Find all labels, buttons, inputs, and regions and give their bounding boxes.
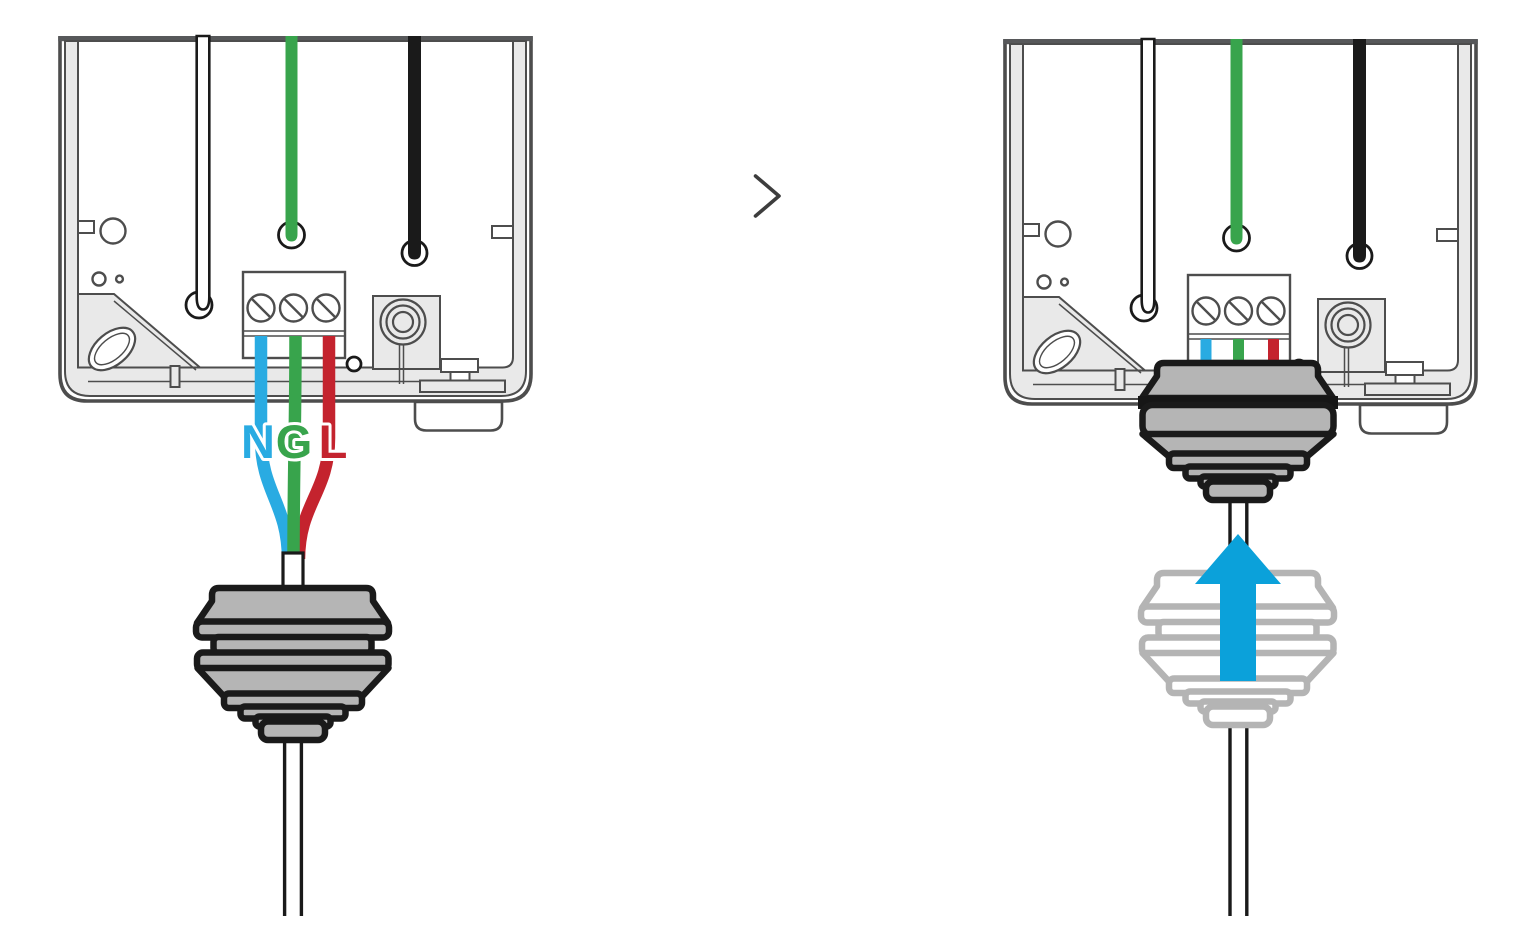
live-wire-stub: [1268, 339, 1279, 369]
right-panel-wiring: [1138, 339, 1338, 916]
installed-gland-cap: [1142, 363, 1333, 398]
power-cable: [282, 731, 304, 916]
ground-wire-stub: [1233, 339, 1244, 369]
wire-label-neutral: N: [241, 415, 275, 468]
ground-wire: [287, 335, 302, 560]
neutral-wire: [254, 336, 295, 560]
chevron-right-icon: [753, 174, 781, 218]
arrow-up-icon: [1195, 534, 1281, 681]
wire-label-ground: G: [276, 415, 313, 468]
neutral-wire-stub: [1200, 339, 1212, 369]
power-cable-fill: [286, 731, 300, 916]
left-panel-wiring: N G L: [196, 335, 389, 916]
live-wire: [292, 336, 336, 560]
wire-label-live: L: [319, 415, 348, 468]
cable-gland-left: [196, 588, 389, 740]
installed-gland-steps: [1169, 454, 1307, 501]
